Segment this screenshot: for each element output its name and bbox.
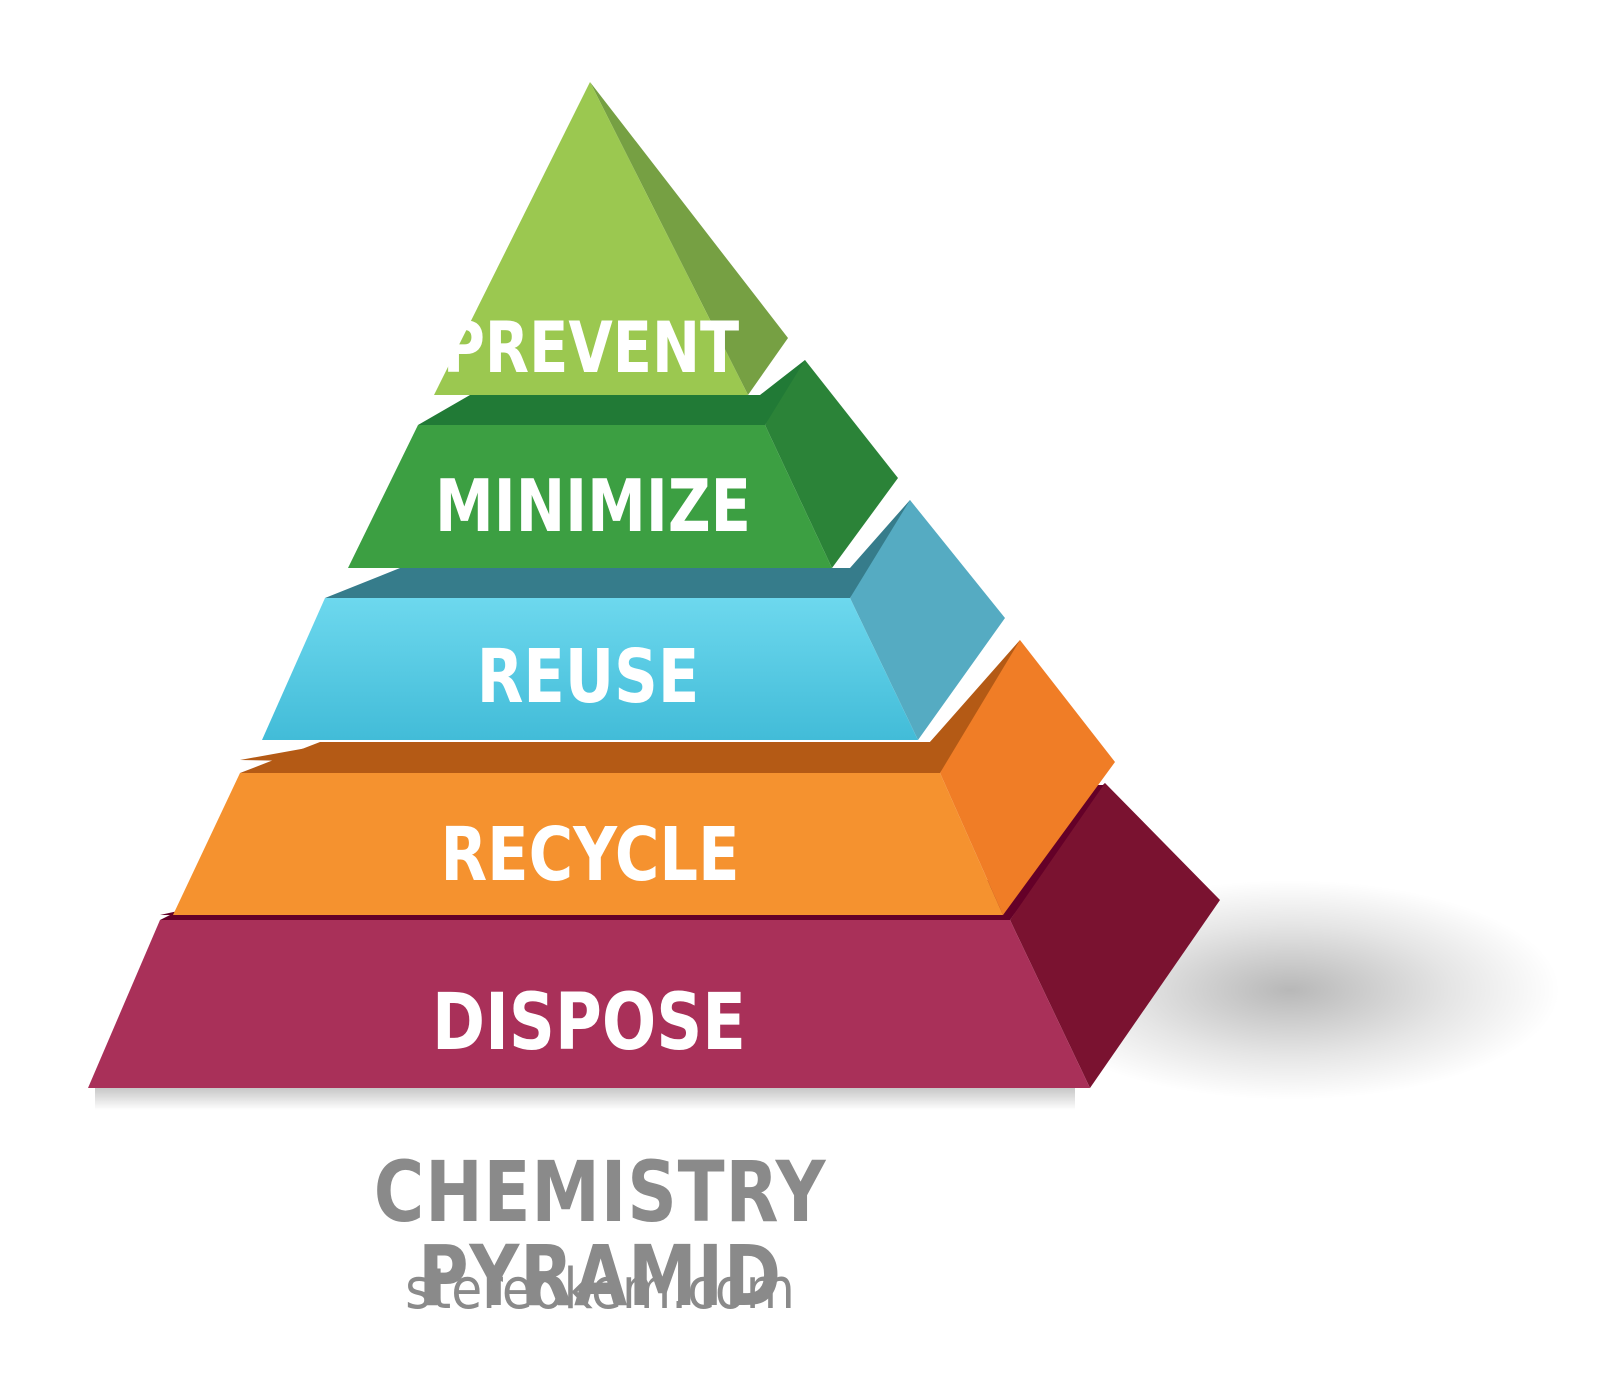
pyramid-level-reuse: REUSE (262, 500, 1005, 740)
level-front-face (348, 425, 832, 568)
pyramid-level-prevent: PREVENT (434, 82, 788, 395)
level-label: DISPOSE (432, 977, 746, 1068)
pyramid-level-recycle: RECYCLE (173, 640, 1115, 915)
level-side-face (1010, 783, 1220, 1088)
level-side-face (940, 640, 1115, 915)
level-label: PREVENT (443, 309, 740, 390)
level-top-face (240, 640, 1020, 773)
pyramid-level-minimize: MINIMIZE (348, 360, 898, 568)
level-front-face (173, 773, 1003, 915)
level-label: REUSE (477, 633, 700, 719)
level-top-face (325, 500, 915, 598)
level-front-face (434, 82, 748, 395)
caption-title: CHEMISTRY PYRAMID (373, 1143, 827, 1325)
caption-url: stereokem.com (405, 1257, 795, 1322)
level-side-face (590, 82, 788, 395)
level-front-face (88, 920, 1090, 1088)
level-label: MINIMIZE (435, 464, 751, 548)
level-top-face (418, 360, 808, 425)
level-label: RECYCLE (440, 811, 739, 897)
level-side-face (765, 360, 898, 568)
level-side-face (850, 500, 1005, 740)
level-front-face (262, 598, 918, 740)
caption: CHEMISTRY PYRAMID stereokem.com (100, 1150, 1100, 1330)
